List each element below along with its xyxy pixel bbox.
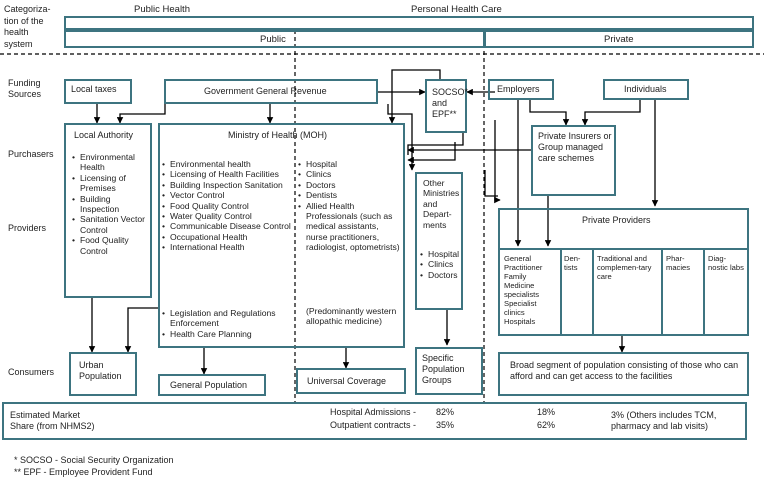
urban-population-box: Urban Population — [69, 352, 137, 396]
gov-revenue-box: Government General Revenue — [164, 79, 378, 104]
list-item: Health Care Planning — [162, 329, 292, 340]
list-item: Building Inspection Sanitation — [162, 180, 292, 191]
list-item: Licensing of Premises — [72, 173, 150, 194]
provider-col-dentists: Den-tists — [564, 254, 581, 272]
public-label: Public — [260, 34, 286, 45]
urban-population-label: Urban Population — [79, 360, 122, 381]
employers-label: Employers — [497, 84, 540, 94]
moh-note: (Predominantly western allopathic medici… — [306, 306, 397, 327]
categorization-row-label: Categoriza- tion of the health system — [4, 4, 51, 49]
moh-public-health-list: Environmental health Licensing of Health… — [162, 159, 292, 253]
market-share-box: Estimated Market Share (from NHMS2) Hosp… — [2, 402, 747, 440]
list-item: International Health — [162, 242, 292, 253]
private-providers-title: Private Providers — [582, 215, 651, 225]
list-item: Dentists — [298, 190, 402, 201]
universal-coverage-label: Universal Coverage — [307, 376, 387, 386]
private-insurers-box: Private Insurers or Group managed care s… — [531, 125, 616, 196]
moh-box: Ministry of Health (MOH) Environmental h… — [158, 123, 405, 348]
list-item: Licensing of Health Facilities — [162, 169, 292, 180]
footnote-epf: ** EPF - Employee Provident Fund — [14, 467, 153, 477]
general-population-label: General Population — [170, 380, 248, 390]
local-taxes-label: Local taxes — [71, 84, 117, 94]
row-label-purchasers: Purchasers — [8, 149, 54, 159]
list-item: Food Quality Control — [72, 235, 150, 256]
public-bar: Public — [64, 30, 485, 48]
private-bar: Private — [484, 30, 754, 48]
provider-col-gp: General Practitioner Family Medicine spe… — [504, 254, 543, 326]
public-health-header: Public Health — [134, 4, 190, 15]
moh-title: Ministry of Health (MOH) — [228, 130, 328, 140]
local-authority-list: Environmental Health Licensing of Premis… — [72, 152, 150, 256]
list-item: Sanitation Vector Control — [72, 214, 150, 235]
market-share-label: Estimated Market Share (from NHMS2) — [10, 410, 95, 431]
private-label: Private — [604, 34, 634, 45]
broad-population-label: Broad segment of population consisting o… — [510, 360, 739, 381]
market-share-others: 3% (Others includes TCM, pharmacy and la… — [611, 410, 717, 431]
specific-population-label: Specific Population Groups — [422, 353, 465, 385]
private-providers-box: Private Providers General Practitioner F… — [498, 208, 749, 336]
broad-population-box: Broad segment of population consisting o… — [498, 352, 749, 396]
moh-planning-list: Legislation and Regulations Enforcement … — [162, 308, 292, 340]
list-item: Hospital — [298, 159, 402, 170]
categorization-top-bar — [64, 16, 754, 30]
list-item: Water Quality Control — [162, 211, 292, 222]
socso-epf-label: SOCSO* and EPF** — [432, 87, 469, 119]
private-insurers-label: Private Insurers or Group managed care s… — [538, 131, 612, 163]
provider-col-pharmacies: Phar-macies — [666, 254, 691, 272]
list-item: Environmental health — [162, 159, 292, 170]
socso-epf-box: SOCSO* and EPF** — [425, 79, 469, 133]
personal-health-care-header: Personal Health Care — [411, 4, 502, 15]
specific-population-box: Specific Population Groups — [415, 347, 483, 395]
general-population-box: General Population — [158, 374, 266, 396]
list-item: Vector Control — [162, 190, 292, 201]
list-item: Hospital — [420, 249, 464, 260]
list-item: Food Quality Control — [162, 201, 292, 212]
individuals-box: Individuals — [603, 79, 689, 100]
list-item: Communicable Disease Control — [162, 221, 292, 232]
list-item: Doctors — [298, 180, 402, 191]
row-label-providers: Providers — [8, 223, 47, 233]
list-item: Environmental Health — [72, 152, 150, 173]
provider-col-traditional: Traditional and complemen-tary care — [597, 254, 652, 281]
private-providers-columns: General Practitioner Family Medicine spe… — [500, 248, 747, 336]
list-item: Legislation and Regulations Enforcement — [162, 308, 292, 329]
provider-col-diagnostic: Diag-nostic labs — [708, 254, 744, 272]
list-item: Doctors — [420, 270, 464, 281]
moh-care-list: Hospital Clinics Doctors Dentists Allied… — [298, 159, 402, 253]
hospital-admissions-public: 82% — [436, 407, 455, 417]
outpatient-label: Outpatient contracts - — [330, 420, 417, 430]
list-item: Allied Health Professionals (such as med… — [298, 201, 402, 253]
employers-box: Employers — [488, 79, 554, 100]
other-ministries-title: Other Ministries and Depart-ments — [423, 178, 460, 230]
local-authority-box: Local Authority Environmental Health Lic… — [64, 123, 152, 298]
local-taxes-box: Local taxes — [64, 79, 132, 104]
universal-coverage-box: Universal Coverage — [296, 368, 406, 394]
local-authority-title: Local Authority — [74, 130, 134, 140]
outpatient-public: 35% — [436, 420, 455, 430]
gov-revenue-label: Government General Revenue — [204, 86, 327, 96]
row-label-consumers: Consumers — [8, 367, 55, 377]
hospital-admissions-label: Hospital Admissions - — [330, 407, 417, 417]
row-label-funding: Funding Sources — [8, 78, 42, 99]
individuals-label: Individuals — [624, 84, 667, 94]
list-item: Clinics — [298, 169, 402, 180]
other-ministries-list: Hospital Clinics Doctors — [420, 249, 464, 281]
other-ministries-box: Other Ministries and Depart-ments Hospit… — [415, 172, 463, 310]
outpatient-private: 62% — [537, 420, 556, 430]
list-item: Occupational Health — [162, 232, 292, 243]
list-item: Clinics — [420, 259, 464, 270]
list-item: Building Inspection — [72, 194, 150, 215]
hospital-admissions-private: 18% — [537, 407, 556, 417]
footnote-socso: * SOCSO - Social Security Organization — [14, 455, 174, 465]
